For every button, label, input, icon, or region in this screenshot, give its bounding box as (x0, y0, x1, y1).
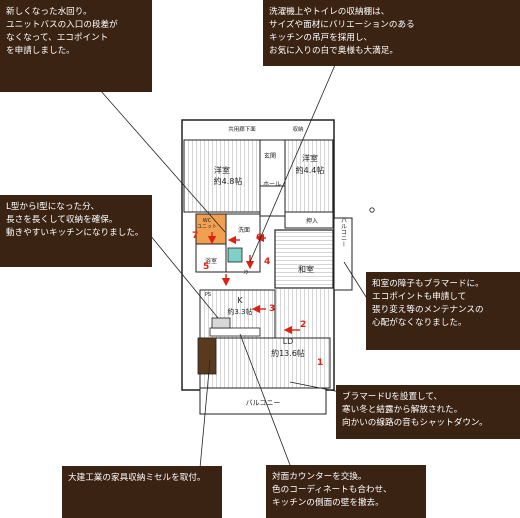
note-shoji: 和室の障子もブラマードに。 エコポイントも申請して 張り変え等のメンテナンスの … (366, 272, 520, 350)
note-counter: 対面カウンターを交換。 色のコーディネートも合わせ、 キッチンの側面の壁を撤去。 (266, 465, 426, 518)
closet (284, 211, 334, 229)
note-storage: 洗濯機上やトイレの収納棚は、 サイズや面材にバリエーションのある キッチンの吊戸… (263, 0, 520, 66)
marker-3: 3 (269, 304, 275, 314)
living-dining (199, 337, 331, 389)
sink (211, 317, 231, 329)
note-furniture: 大建工業の家具収納ミセルを取付。 (62, 466, 222, 518)
ld-upper (275, 288, 330, 338)
label-entrance: 玄関 (264, 152, 276, 160)
western-room-2 (284, 139, 334, 213)
red-arrows (207, 232, 300, 335)
label-closet: 押入 (306, 217, 318, 225)
washroom (225, 213, 261, 273)
label-storage-top: 収納 (292, 125, 304, 133)
label-balcony-right: バルコニー (340, 217, 347, 247)
label-kitchen-size: 約3.3帖 (227, 307, 252, 316)
label-ld-size: 約13.6帖 (271, 348, 305, 358)
western-room-1 (183, 139, 261, 213)
label-hall: ホール (263, 181, 281, 188)
label-kitchen: K (237, 296, 243, 305)
label-pantry: PS (205, 292, 211, 298)
leader-lines (99, 64, 369, 469)
label-western2-size: 約4.4帖 (296, 165, 325, 175)
label-western2: 洋室 (302, 153, 318, 163)
label-ld: LD (283, 337, 294, 346)
balcony-right (333, 217, 353, 291)
label-bath: 浴室 (205, 257, 217, 265)
entrance (259, 139, 286, 187)
label-fridge: 冷 (243, 269, 248, 276)
balcony-bottom (199, 387, 327, 415)
marker-1: 1 (317, 358, 323, 368)
label-unit: ユニット (197, 224, 217, 230)
marker-4: 4 (264, 257, 270, 267)
compass-dot (369, 207, 375, 213)
label-western1-size: 約4.8帖 (214, 176, 243, 186)
label-washroom: 洗面 (238, 226, 250, 234)
label-japanese: 和室 (298, 264, 314, 274)
washbasin (227, 247, 243, 263)
marker-2: 2 (300, 320, 306, 330)
note-water: 新しくなった水回り。 ユニットバスの入口の段差が なくなって、エコポイント を申… (0, 0, 152, 92)
counter (209, 327, 261, 337)
label-western1: 洋室 (214, 165, 230, 175)
note-kitchen: L型からI型になった分、 長さを長くして収納を確保。 動きやすいキッチンになりま… (0, 195, 152, 267)
marker-5: 5 (203, 262, 209, 272)
storage-unit (197, 337, 217, 375)
japanese-room (274, 229, 334, 289)
label-balcony-bottom: バルコニー (246, 399, 281, 407)
note-window: ブラマードUを設置して、 寒い冬と結露から解放された。 向かいの線路の音もシャッ… (336, 385, 520, 439)
marker-7: 7 (192, 231, 198, 241)
label-corridor: 共用廊下面 (228, 125, 256, 133)
label-wc: WC (203, 218, 212, 224)
